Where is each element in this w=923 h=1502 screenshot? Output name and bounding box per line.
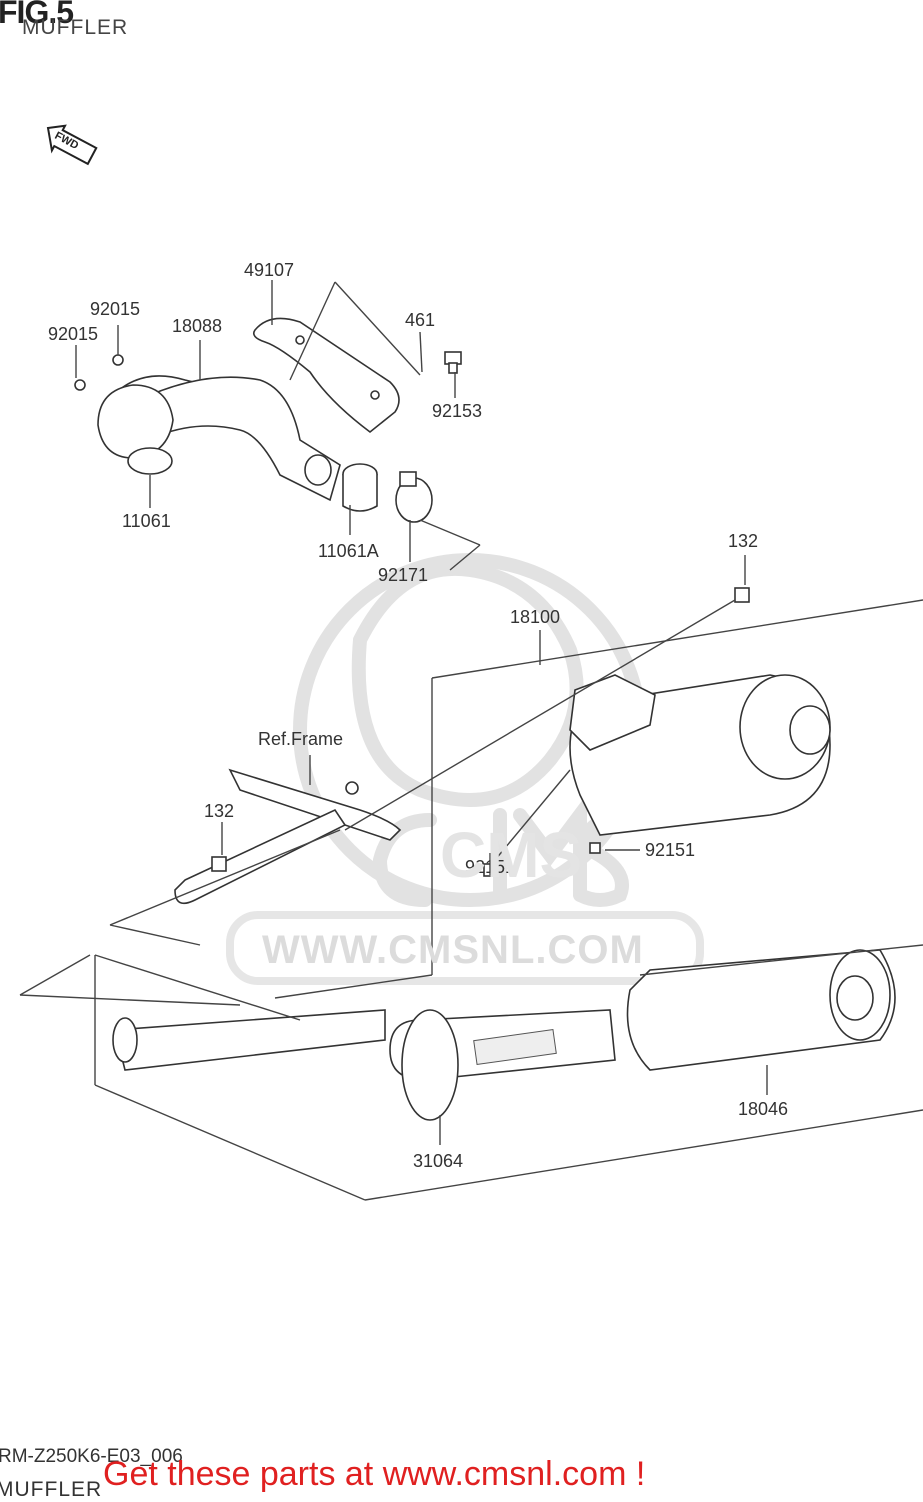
heat-guard-49107 bbox=[252, 317, 400, 434]
watermark-text: WWW.CMSNL.COM bbox=[262, 928, 644, 972]
bolt-92151-right bbox=[589, 842, 601, 854]
silencer-18100 bbox=[569, 674, 831, 836]
part-label-92171[interactable]: 92171 bbox=[378, 565, 429, 585]
footer-subtitle: MUFFLER bbox=[0, 1478, 103, 1501]
gasket-11061a bbox=[342, 463, 378, 512]
cta-link[interactable]: Get these parts at www.cmsnl.com ! bbox=[103, 1455, 646, 1493]
part-label-18088[interactable]: 18088 bbox=[172, 316, 223, 336]
clamp-92171 bbox=[395, 471, 433, 523]
watermark-logo-text: CMS bbox=[440, 819, 583, 891]
part-label-18100[interactable]: 18100 bbox=[510, 607, 561, 627]
part-label-92153[interactable]: 92153 bbox=[432, 401, 483, 421]
diagram-code: RM-Z250K6-E03_006 bbox=[0, 1446, 183, 1467]
part-label-92151-a[interactable]: 92151 bbox=[465, 857, 516, 877]
ref-frame-bracket bbox=[174, 768, 402, 905]
part-label-132-b[interactable]: 132 bbox=[204, 801, 235, 821]
fwd-arrow bbox=[46, 124, 98, 166]
part-label-92151-b[interactable]: 92151 bbox=[645, 840, 696, 860]
part-label-92015-a[interactable]: 92015 bbox=[90, 299, 141, 319]
part-label-11061[interactable]: 11061 bbox=[122, 511, 171, 531]
bolt-132-upper bbox=[734, 587, 750, 603]
part-label-461[interactable]: 461 bbox=[405, 310, 436, 330]
part-label-92015-b[interactable]: 92015 bbox=[48, 324, 99, 344]
part-label-31064[interactable]: 31064 bbox=[413, 1151, 464, 1171]
leader-lines bbox=[19, 280, 923, 1201]
bolt-92153 bbox=[444, 351, 462, 374]
ref-frame-label: Ref.Frame bbox=[258, 729, 344, 749]
tailpipe-assembly bbox=[112, 949, 896, 1121]
figure-title: FIG.5 bbox=[0, 0, 74, 30]
figure-subtitle: MUFFLER bbox=[22, 16, 129, 39]
part-label-132-a[interactable]: 132 bbox=[728, 531, 759, 551]
part-label-11061a[interactable]: 11061A bbox=[318, 541, 379, 561]
part-label-49107[interactable]: 49107 bbox=[244, 260, 295, 280]
part-label-18046[interactable]: 18046 bbox=[738, 1099, 789, 1119]
exhaust-pipe-18088 bbox=[74, 354, 341, 502]
